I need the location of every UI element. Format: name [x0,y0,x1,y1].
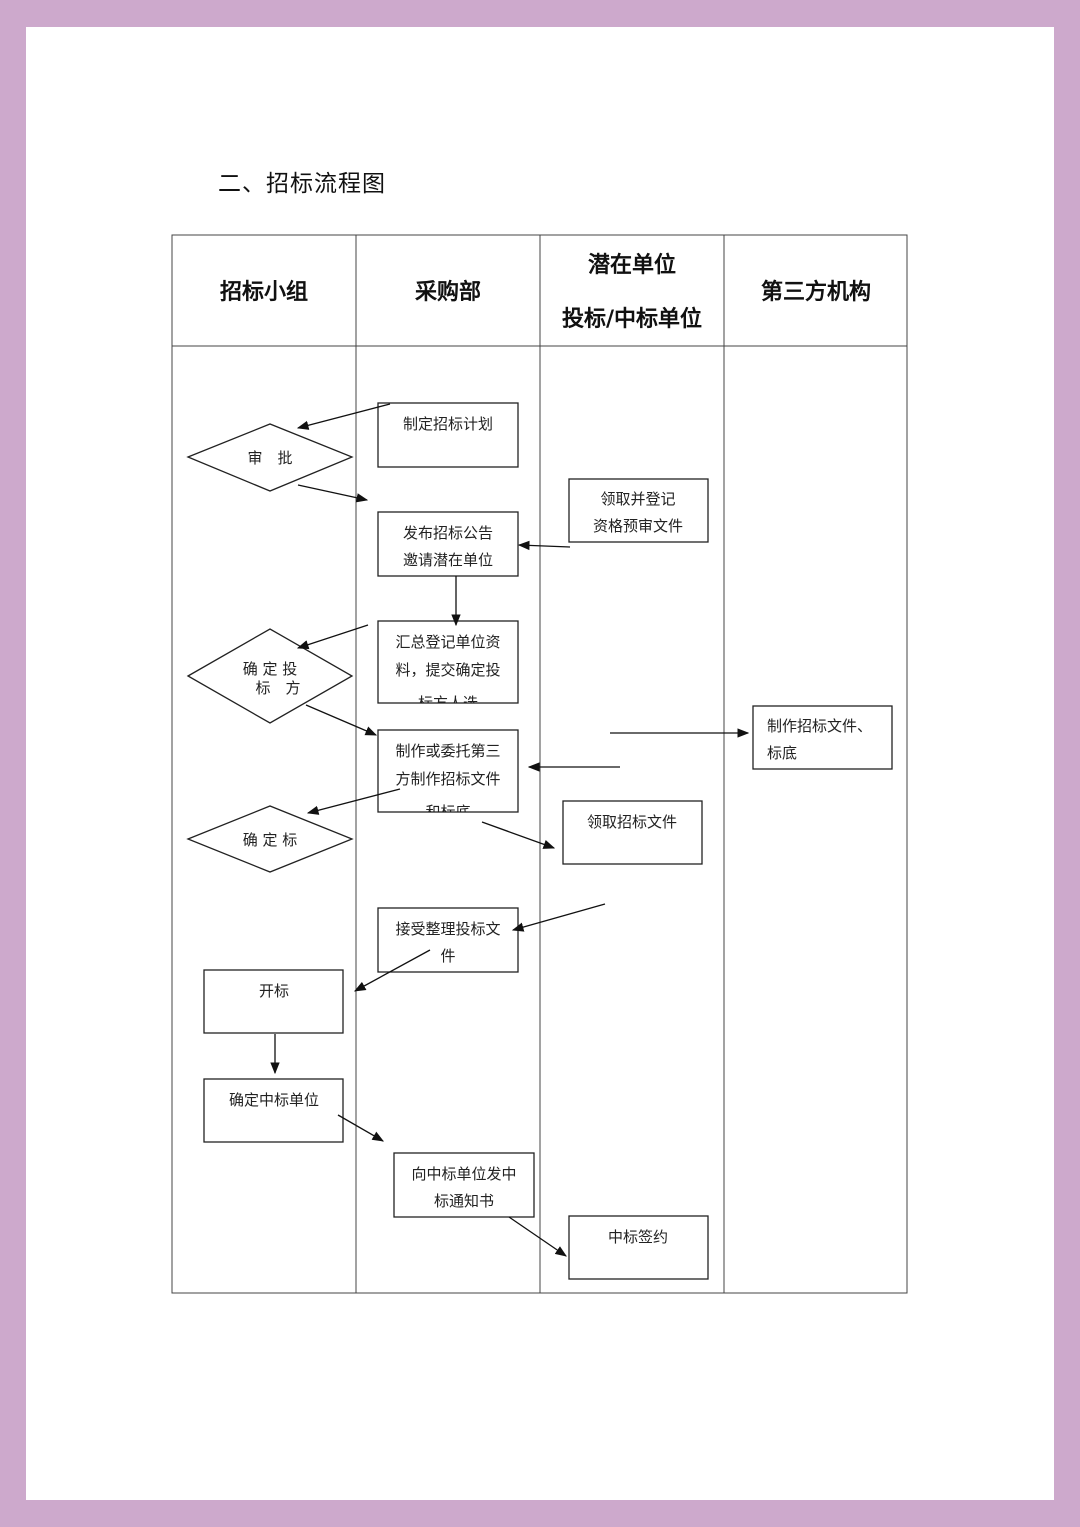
node-label: 领取并登记 [600,490,675,508]
section-title: 二、招标流程图 [218,171,386,197]
swimlane-grid [171,234,908,1294]
arrow-bids-to-accept [511,903,606,932]
node-label: 制定招标计划 [403,415,493,433]
arrow-approve-to-publish [297,484,369,503]
node-label: 确定中标单位 [229,1091,319,1109]
node-make-third: 制作招标文件、 标底 [752,705,893,770]
node-label: 接受整理投标文 [395,920,500,938]
node-label: 件 [440,947,455,965]
arrow-winner-to-notify [337,1114,385,1142]
arrow-to-receive-docs [481,821,556,849]
arrows [270,403,750,1257]
arrow-plan-to-approve [296,403,391,430]
arrow-accept-to-open [353,949,431,992]
node-label: 标方人选 [418,694,478,712]
node-label: 向中标单位发中 [411,1165,516,1183]
lane-header-procurement: 采购部 [415,279,481,305]
node-plan: 制定招标计划 [377,402,519,468]
arrow-summarize-to-confirm [296,624,369,650]
node-accept: 接受整理投标文 件 [377,907,519,973]
node-approve: 审 批 [186,423,354,492]
node-label: 标底 [767,744,797,762]
node-label: 制作招标文件、 [767,717,872,735]
lane-header-third-party: 第三方机构 [761,279,871,305]
node-label: 审 批 [247,449,292,467]
arrow-make-to-confirm-bid [306,788,401,815]
node-label: 领取招标文件 [587,813,677,831]
node-winner: 确定中标单位 [203,1078,344,1143]
node-label: 邀请潜在单位 [403,551,493,569]
node-label: 开标 [259,982,289,1000]
node-receive-docs: 领取招标文件 [562,800,703,865]
node-label: 资格预审文件 [593,517,683,535]
node-sign: 中标签约 [568,1215,709,1280]
node-open: 开标 [203,969,344,1034]
node-confirm-bid: 确 定 标 [186,805,354,873]
node-label: 标通知书 [434,1192,494,1210]
node-summarize: 汇总登记单位资 料，提交确定投 标方人选 [377,620,519,712]
node-label: 方制作招标文件 [395,770,500,788]
node-label: 标 方 [255,679,300,697]
node-label: 汇总登记单位资 [395,633,500,651]
node-label: 发布招标公告 [403,524,493,542]
node-label: 制作或委托第三 [395,742,500,760]
arrow-notify-to-sign [508,1216,567,1257]
node-label: 和标底 [425,803,470,821]
node-publish: 发布招标公告 邀请潜在单位 [377,511,519,577]
lane-header-bidders: 投标/中标单位 [562,306,702,332]
node-label: 确 定 标 [243,831,298,849]
node-label: 料，提交确定投 [395,661,500,679]
arrow-collect-to-publish [517,540,571,551]
lane-header-bid-group: 招标小组 [220,279,308,305]
lane-header-potential-units: 潜在单位 [588,252,676,278]
node-notify: 向中标单位发中 标通知书 [393,1152,535,1218]
node-collect-doc: 领取并登记 资格预审文件 [568,478,709,543]
node-label: 中标签约 [608,1228,668,1246]
node-confirm-bidder: 确 定 投 标 方 [186,628,354,724]
node-make-docs: 制作或委托第三 方制作招标文件 和标底 [377,729,519,821]
arrow-confirm-to-make [305,704,378,736]
node-label: 确 定 投 [243,660,298,678]
